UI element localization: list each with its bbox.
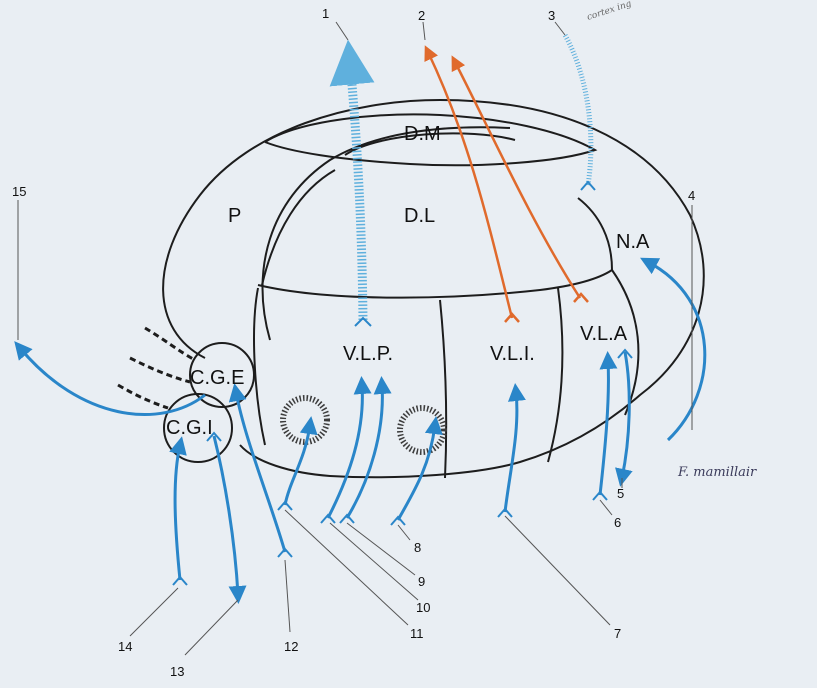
hatched-rings: [280, 395, 447, 455]
outer-boundary: [162, 98, 705, 479]
hatched-ring-left: [280, 395, 330, 445]
label-dl: D.L: [404, 205, 435, 227]
dorsal-ventral-line: [257, 269, 613, 299]
cge-circle: [189, 342, 255, 408]
mamillary-annotation: F. mamillair: [677, 465, 757, 480]
label-vla: V.L.A: [580, 323, 628, 345]
pathway-2-origin-b: [573, 292, 589, 303]
pathway-7: [503, 383, 526, 513]
pathway-6-origin: [592, 490, 608, 501]
label-vli: V.L.I.: [490, 343, 535, 365]
label-dm: D.M: [404, 123, 441, 145]
number-12: 12: [284, 639, 298, 654]
leader-7: [504, 515, 611, 626]
vlp-vli-divider: [439, 299, 448, 479]
cortex-annotation: cortex ing: [586, 0, 633, 23]
vli-vla-divider: [547, 287, 564, 463]
leader-6: [599, 499, 613, 516]
pathway-8: [396, 416, 443, 521]
pathway-14: [169, 436, 187, 581]
pathway-10: [326, 376, 372, 519]
pathway-14-origin: [172, 575, 188, 586]
pathway-13-origin: [206, 431, 222, 442]
number-2: 2: [418, 8, 425, 23]
pathway-3-origin: [580, 180, 596, 191]
number-5: 5: [617, 486, 624, 501]
leader-12: [284, 559, 291, 633]
pathway-9: [345, 376, 392, 519]
pathway-1-line: [329, 39, 375, 321]
leader-2: [422, 21, 426, 41]
number-13: 13: [170, 664, 184, 679]
leader-11: [284, 509, 409, 626]
pathway-12: [228, 383, 287, 553]
pathway-12-origin: [277, 547, 293, 558]
leader-9: [346, 522, 416, 576]
label-cge: C.G.E: [190, 367, 244, 389]
dashed-line-1: [144, 326, 196, 362]
leader-10: [329, 522, 419, 601]
dashed-line-2: [129, 356, 191, 384]
cgi-circle: [163, 393, 233, 463]
pathway-11-origin: [277, 500, 293, 511]
pathway-5-origin: [617, 348, 633, 359]
number-11: 11: [410, 626, 424, 641]
number-3: 3: [548, 8, 555, 23]
pathway-2-origin-a: [504, 312, 520, 323]
pathway-3: [562, 33, 596, 191]
number-1: 1: [322, 6, 329, 21]
dl-left-boundary: [261, 169, 336, 286]
pathway-3-line: [562, 33, 594, 186]
label-cgi: C.G.I: [166, 417, 213, 439]
inner-boundary: [261, 126, 511, 341]
pathway-2: [424, 45, 589, 323]
number-8: 8: [414, 540, 421, 555]
leader-1: [335, 21, 349, 41]
hatched-ring-right: [397, 405, 447, 455]
ventral-lower-line: [253, 287, 266, 446]
leader-14: [129, 587, 179, 637]
pathway-9-origin: [339, 513, 355, 524]
number-9: 9: [418, 574, 425, 589]
pathway-1-origin: [354, 316, 372, 327]
number-4: 4: [688, 188, 695, 203]
pathway-5: [615, 351, 633, 487]
pathway-6: [598, 351, 618, 496]
number-10: 10: [416, 600, 430, 615]
label-p: P: [228, 205, 241, 227]
pathway-4: [640, 257, 707, 442]
vla-right-edge: [611, 269, 640, 416]
pathway-8-origin: [390, 515, 406, 526]
pathway-11: [283, 416, 318, 506]
dm-ring: [264, 113, 598, 167]
dashed-afferents: [117, 326, 196, 410]
na-boundary: [577, 197, 613, 271]
pathway-2-line-a: [424, 45, 514, 319]
number-15: 15: [12, 184, 26, 199]
pathway-1: [329, 39, 375, 327]
leader-3: [554, 21, 566, 36]
geniculate-bodies: [163, 342, 255, 463]
pathway-7-origin: [497, 507, 513, 518]
pathway-13: [212, 435, 247, 604]
label-na: N.A: [616, 231, 650, 253]
leader-lines: [17, 21, 693, 656]
number-6: 6: [614, 515, 621, 530]
leader-8: [397, 524, 411, 541]
pathway-10-origin: [320, 513, 336, 524]
dashed-line-3: [117, 383, 169, 410]
pathway-2-line-b: [451, 55, 582, 299]
pathway-15: [14, 341, 206, 416]
leader-13: [184, 599, 239, 656]
number-7: 7: [614, 626, 621, 641]
thalamus-outline: [162, 98, 705, 479]
number-14: 14: [118, 639, 132, 654]
label-vlp: V.L.P.: [343, 343, 393, 365]
